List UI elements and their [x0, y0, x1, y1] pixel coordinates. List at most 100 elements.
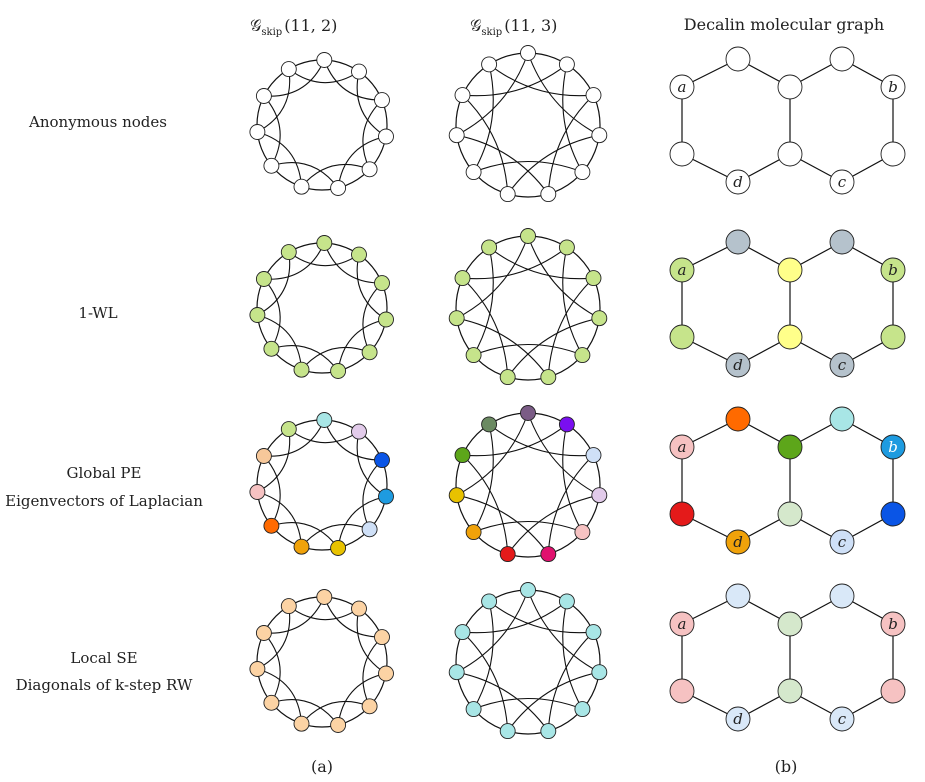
node-se-g2-0	[520, 582, 536, 598]
node-anon-g1-3	[378, 128, 394, 145]
row-label-rw-diagonals: Diagonals of k-step RW	[16, 676, 193, 694]
node-anon-g2-2	[585, 87, 602, 104]
atom-anon-0	[669, 74, 695, 100]
skip-edge	[462, 246, 568, 280]
skip-edge	[323, 59, 383, 101]
node-se-g1-7	[263, 694, 280, 711]
atom-se-5	[880, 678, 906, 704]
node-anon-g2-0	[520, 45, 536, 61]
skip-edge	[562, 601, 583, 710]
node-anon-g2-6	[499, 186, 516, 203]
atom-pe-5	[880, 501, 906, 527]
skip-edge	[263, 632, 281, 704]
node-wl-g1-1	[351, 246, 367, 263]
atom-se-0	[669, 611, 695, 637]
node-pe-g1-6	[293, 538, 310, 555]
node-pe-g2-7	[465, 524, 482, 541]
node-pe-g2-3	[591, 487, 608, 504]
node-se-g2-7	[465, 701, 482, 718]
atom-pe-2	[777, 434, 803, 460]
atom-wl-4	[880, 257, 906, 283]
column-title-skip-11-3: 𝒢skip(11, 3)	[470, 16, 557, 38]
node-pe-g2-2	[585, 447, 602, 464]
atom-anon-6	[829, 169, 855, 195]
node-wl-g2-10	[481, 239, 498, 256]
node-wl-g1-0	[316, 235, 333, 251]
atom-pe-3	[829, 406, 855, 432]
skip-edge	[473, 161, 583, 173]
atom-se-3	[829, 583, 855, 609]
panel-se-skip-11-3	[448, 582, 608, 740]
node-anon-g1-5	[330, 180, 347, 196]
column-title-decalin: Decalin molecular graph	[684, 15, 884, 34]
skip-edge	[263, 455, 281, 527]
caption-b: (b)	[775, 757, 798, 776]
node-wl-g1-8	[249, 307, 266, 323]
skip-edge	[288, 605, 360, 621]
node-anon-g2-5	[540, 186, 557, 203]
skip-edge	[288, 428, 360, 444]
atom-wl-3	[829, 229, 855, 255]
panel-pe-skip-11-2	[249, 412, 394, 556]
row-label-anonymous: Anonymous nodes	[28, 113, 167, 131]
atom-wl-0	[669, 257, 695, 283]
skip-edge	[473, 601, 494, 710]
atom-pe-0	[669, 434, 695, 460]
row-label-global-pe: Global PE	[67, 464, 142, 482]
node-se-g1-6	[293, 715, 310, 732]
atom-se-7	[777, 678, 803, 704]
node-se-g2-8	[448, 664, 465, 681]
atom-wl-6	[829, 352, 855, 378]
node-pe-g2-4	[574, 524, 591, 541]
atom-anon-1	[725, 46, 751, 72]
node-pe-g2-9	[454, 447, 471, 464]
node-wl-g2-3	[591, 310, 608, 327]
node-anon-g1-0	[316, 52, 333, 68]
node-pe-g1-4	[361, 521, 378, 538]
atom-pe-8	[725, 529, 751, 555]
node-wl-g2-9	[454, 270, 471, 287]
node-anon-g2-9	[454, 87, 471, 104]
atom-label-b: b	[888, 78, 898, 96]
panel-se-skip-11-2	[249, 589, 394, 733]
node-anon-g1-2	[374, 92, 390, 109]
node-pe-g2-5	[540, 546, 557, 563]
atom-label-d: d	[733, 356, 743, 374]
node-se-g2-2	[585, 624, 602, 641]
atom-pe-4	[880, 434, 906, 460]
skip-edge	[547, 631, 594, 732]
skip-edge	[456, 52, 529, 136]
node-wl-g1-9	[255, 271, 272, 287]
atom-label-b: b	[888, 615, 898, 633]
skip-edge	[456, 494, 549, 555]
node-pe-g1-3	[378, 488, 394, 505]
node-wl-g2-6	[499, 369, 516, 386]
node-wl-g1-7	[263, 340, 280, 357]
skip-edge	[527, 589, 600, 673]
panel-1wl-skip-11-2	[249, 235, 394, 379]
skip-edge	[456, 412, 529, 496]
atom-label-a: a	[678, 78, 687, 96]
skip-edge	[488, 423, 594, 457]
node-anon-g2-7	[465, 164, 482, 181]
node-pe-g1-2	[374, 452, 390, 469]
atom-label-d: d	[733, 533, 743, 551]
node-wl-g2-7	[465, 347, 482, 364]
atom-se-4	[880, 611, 906, 637]
atom-wl-9	[669, 324, 695, 350]
atom-label-c: c	[838, 173, 847, 191]
skip-edge	[547, 94, 594, 195]
skip-edge	[337, 672, 387, 726]
atom-se-1	[725, 583, 751, 609]
skip-edge	[456, 589, 529, 673]
atom-wl-2	[777, 257, 803, 283]
node-se-g1-4	[361, 698, 378, 715]
atom-anon-7	[777, 141, 803, 167]
node-anon-g1-1	[351, 63, 367, 80]
node-se-g2-1	[558, 593, 575, 610]
skip-edge	[462, 63, 568, 97]
skip-edge	[462, 631, 509, 732]
